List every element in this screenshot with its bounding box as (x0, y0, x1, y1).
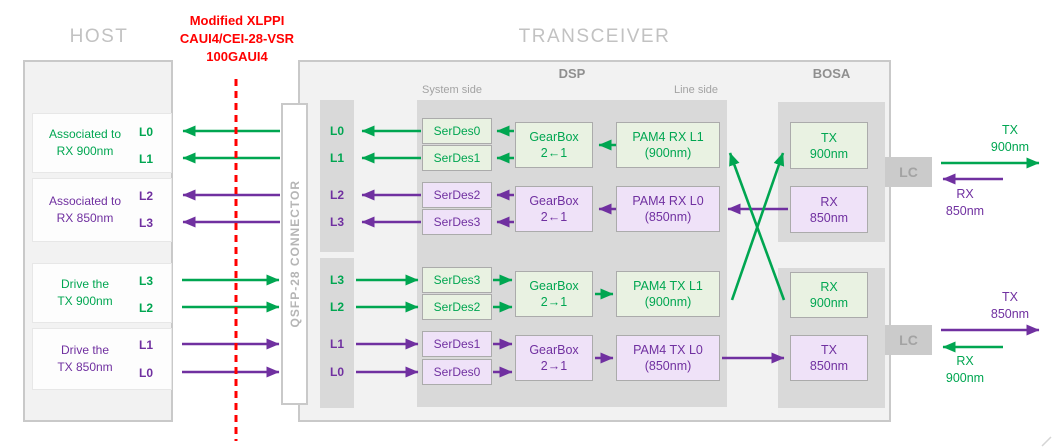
lane-label: L2 (329, 300, 344, 314)
system-side-label: System side (422, 84, 482, 96)
interface-note-line-3: 100GAUI4 (206, 49, 268, 64)
serdes-chip: SerDes1 (422, 145, 492, 171)
dsp-title: DSP (558, 66, 586, 81)
lane-strip-bottom: L3 L2 L1 L0 (320, 258, 354, 408)
serdes-chip: SerDes2 (422, 182, 492, 208)
qsfp-connector: QSFP-28 CONNECTOR (281, 103, 308, 405)
host-lane-label: L1 (139, 152, 154, 166)
host-title: HOST (69, 26, 129, 47)
lane-label: L0 (329, 365, 344, 379)
lane-label: L1 (329, 151, 344, 165)
serdes-chip: SerDes0 (422, 118, 492, 144)
host-lane-label: L0 (139, 125, 154, 139)
lc-port-bottom: LC (885, 325, 932, 355)
pam4-chip: PAM4 RX L1(900nm) (616, 122, 720, 168)
lc-port-top: LC (885, 157, 932, 187)
pam4-chip: PAM4 RX L0(850nm) (616, 186, 720, 232)
interface-note-line-1: Modified XLPPI (189, 13, 285, 28)
lane-label: L0 (329, 124, 344, 138)
lane-strip-top: L0 L1 L2 L3 (320, 100, 354, 252)
host-lane-label: L3 (139, 274, 154, 288)
qsfp-connector-label: QSFP-28 CONNECTOR (287, 180, 302, 328)
bosa-title: BOSA (812, 66, 851, 81)
lane-label: L3 (329, 215, 344, 229)
host-lane-label: L1 (139, 338, 154, 352)
transceiver-title: TRANSCEIVER (518, 26, 671, 47)
serdes-chip: SerDes3 (422, 267, 492, 293)
host-lane-label: L2 (139, 301, 154, 315)
host-lane-label: L0 (139, 366, 154, 380)
line-side-label: Line side (673, 84, 719, 96)
serdes-chip: SerDes2 (422, 294, 492, 320)
pam4-chip: PAM4 TX L0(850nm) (616, 335, 720, 381)
interface-note: Modified XLPPI CAUI4/CEI-28-VSR 100GAUI4 (157, 12, 317, 66)
host-lane-label: L3 (139, 216, 154, 230)
serdes-chip: SerDes0 (422, 359, 492, 385)
pam4-chip: PAM4 TX L1(900nm) (616, 271, 720, 317)
host-lane-label: L2 (139, 189, 154, 203)
lane-label: L3 (329, 273, 344, 287)
interface-note-line-2: CAUI4/CEI-28-VSR (179, 31, 295, 46)
corner-artifact (1041, 436, 1052, 447)
lane-label: L2 (329, 188, 344, 202)
serdes-chip: SerDes1 (422, 331, 492, 357)
lane-label: L1 (329, 337, 344, 351)
serdes-chip: SerDes3 (422, 209, 492, 235)
